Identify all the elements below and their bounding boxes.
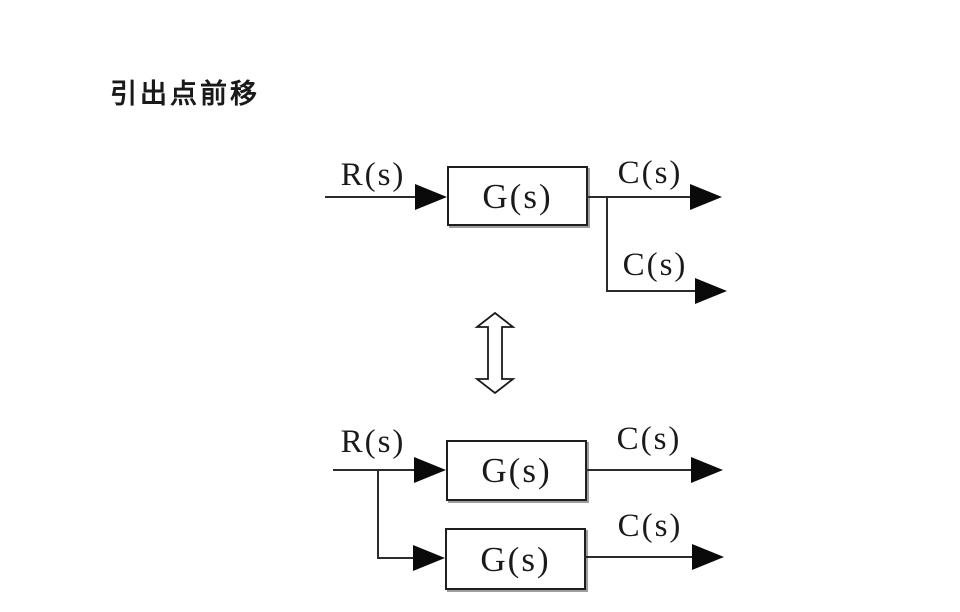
bottom-lower-input-line (377, 557, 415, 559)
bottom-lower-output-line (584, 556, 692, 558)
bottom-lower-output-signal-label: C(s) (617, 508, 683, 544)
bottom-upper-transfer-function-label: G(s) (481, 451, 552, 490)
top-input-line (325, 196, 416, 198)
top-output-line (586, 196, 692, 198)
bottom-upper-output-arrowhead-icon (691, 457, 723, 483)
bottom-lower-transfer-function-label: G(s) (480, 539, 551, 579)
bottom-upper-transfer-function-block: G(s) (446, 440, 587, 501)
page-title: 引出点前移 (110, 79, 260, 109)
top-pickoff-branch-horizontal-line (606, 290, 698, 292)
bottom-pickoff-branch-vertical-line (377, 469, 379, 559)
top-output-arrowhead-icon (690, 184, 722, 210)
bottom-lower-output-arrowhead-icon (692, 544, 724, 570)
top-input-arrowhead-icon (415, 184, 447, 210)
bottom-input-line (333, 469, 416, 471)
bottom-lower-input-arrowhead-icon (413, 545, 445, 571)
bottom-upper-output-signal-label: C(s) (616, 421, 682, 457)
top-input-signal-label: R(s) (340, 157, 406, 193)
top-transfer-function-block: G(s) (447, 166, 588, 226)
top-output-signal-label: C(s) (617, 155, 683, 191)
bottom-lower-transfer-function-block: G(s) (445, 528, 586, 590)
top-transfer-function-label: G(s) (482, 176, 553, 216)
top-branch-arrowhead-icon (695, 278, 727, 304)
top-branch-output-signal-label: C(s) (622, 247, 688, 283)
bottom-upper-output-line (585, 469, 691, 471)
equivalence-double-arrow-icon (474, 312, 516, 394)
bottom-input-signal-label: R(s) (340, 424, 406, 460)
bottom-upper-input-arrowhead-icon (414, 457, 446, 483)
top-pickoff-branch-vertical-line (606, 197, 608, 292)
